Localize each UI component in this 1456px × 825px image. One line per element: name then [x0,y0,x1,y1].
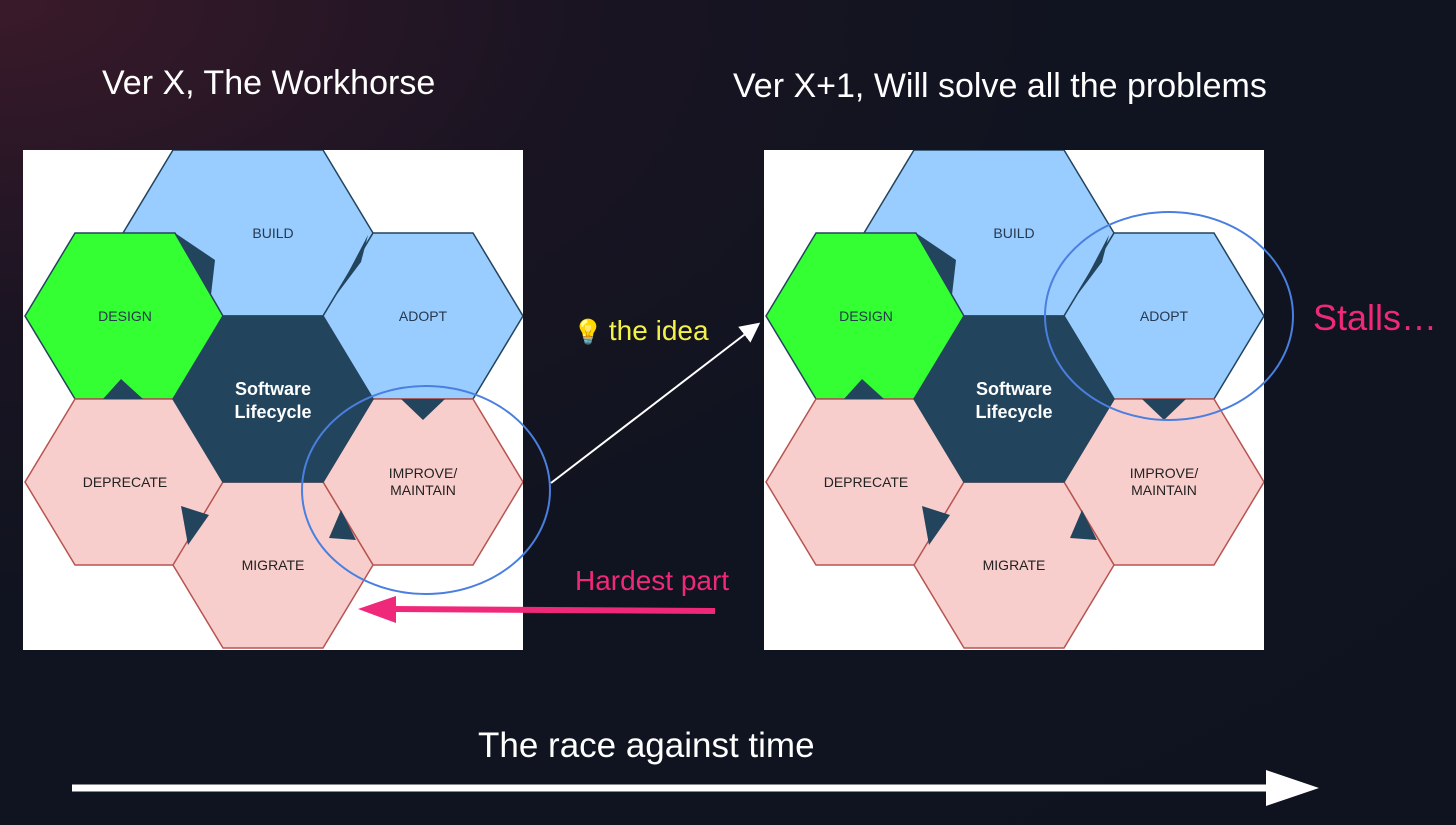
connector-wedge [1078,235,1109,294]
migrate-label: MIGRATE [983,557,1046,573]
hardest-arrow-head [358,596,396,623]
stalls-annotation: Stalls… [1313,297,1438,338]
improve-label-line1: IMPROVE/ [389,465,458,481]
center-label-line2: Lifecycle [975,402,1052,422]
center-label-line1: Software [976,379,1052,399]
idea-arrow [550,322,761,484]
center-label-line1: Software [235,379,311,399]
connector-wedge [103,379,143,399]
right-title: Ver X+1, Will solve all the problems [733,67,1267,105]
deprecate-label: DEPRECATE [83,474,168,490]
left-title: Ver X, The Workhorse [102,64,436,102]
center-label-line2: Lifecycle [234,402,311,422]
connector-wedge [329,510,356,540]
center-hex [913,315,1115,483]
improve-label-line1: IMPROVE/ [1130,465,1199,481]
adopt-label: ADOPT [399,308,448,324]
left-lifecycle-diagram: BUILD DESIGN ADOPT Software Lifecycle DE… [23,150,523,650]
improve-label-line2: MAINTAIN [390,482,456,498]
connector-wedge [922,506,950,545]
lightbulb-icon: 💡 [573,318,603,346]
connector-wedge [844,379,884,399]
design-label: DESIGN [839,308,893,324]
deprecate-label: DEPRECATE [824,474,909,490]
connector-wedge [401,399,445,420]
connector-wedge [175,233,215,295]
connector-wedge [337,235,368,294]
connector-wedge [181,506,209,545]
center-hex [172,315,374,483]
adopt-label: ADOPT [1140,308,1189,324]
hardest-part-annotation: Hardest part [575,565,730,596]
design-label: DESIGN [98,308,152,324]
adopt-highlight-circle [1044,211,1294,421]
connector-wedge [1142,399,1186,420]
right-lifecycle-diagram: BUILD DESIGN ADOPT Software Lifecycle DE… [764,150,1264,650]
improve-label-line2: MAINTAIN [1131,482,1197,498]
connector-wedge [916,233,956,295]
connector-wedge [1070,510,1097,540]
improve-highlight-circle [301,385,551,595]
build-label: BUILD [993,225,1034,241]
hardest-arrow-shaft [391,606,716,614]
migrate-label: MIGRATE [242,557,305,573]
race-arrow-head [1266,770,1319,806]
build-label: BUILD [252,225,293,241]
race-against-time-label: The race against time [478,726,815,765]
idea-text: the idea [608,315,709,346]
idea-annotation: 💡the idea [573,315,709,347]
